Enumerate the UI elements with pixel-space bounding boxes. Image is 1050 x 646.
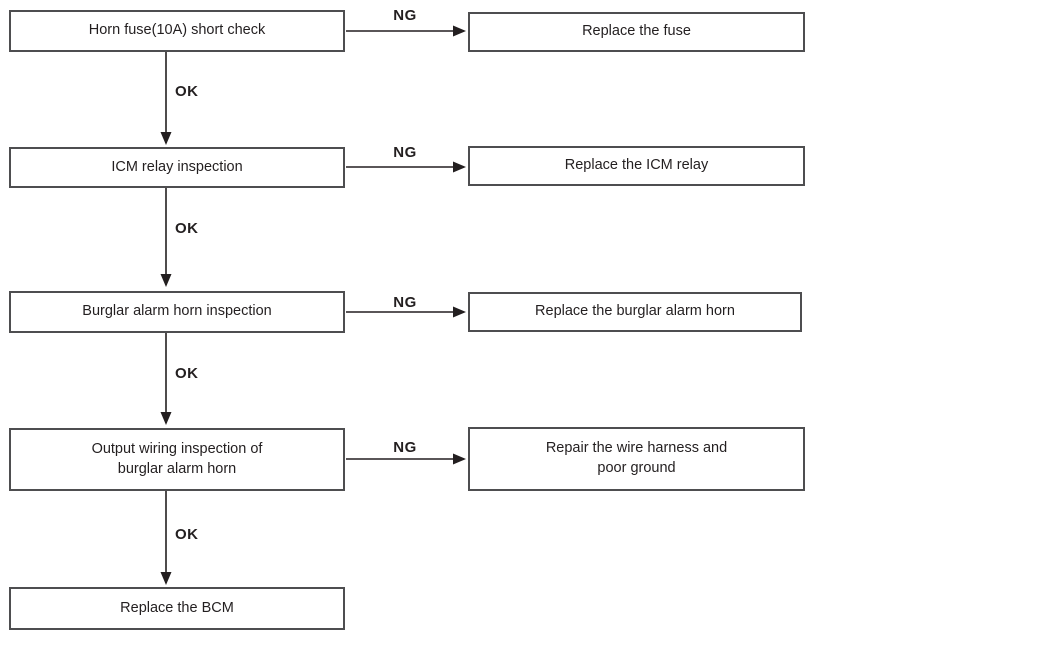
ng-label-3: NG xyxy=(393,294,417,311)
ng-label-4: NG xyxy=(393,439,417,456)
step-box-burglar-alarm-horn-inspection: Burglar alarm horn inspection xyxy=(9,291,345,333)
ng-label-2: NG xyxy=(393,144,417,161)
action-box-replace-icm-relay: Replace the ICM relay xyxy=(468,146,805,186)
action-box-replace-fuse: Replace the fuse xyxy=(468,12,805,52)
step-box-icm-relay-inspection: ICM relay inspection xyxy=(9,147,345,188)
action-box-repair-wire-harness: Repair the wire harness and poor ground xyxy=(468,427,805,491)
ok-label-3: OK xyxy=(175,365,199,382)
ok-label-4: OK xyxy=(175,526,199,543)
ok-label-1: OK xyxy=(175,83,199,100)
step-box-horn-fuse-check: Horn fuse(10A) short check xyxy=(9,10,345,52)
action-box-replace-burglar-alarm-horn: Replace the burglar alarm horn xyxy=(468,292,802,332)
step-box-replace-bcm: Replace the BCM xyxy=(9,587,345,630)
step-box-output-wiring-inspection: Output wiring inspection of burglar alar… xyxy=(9,428,345,491)
ng-label-1: NG xyxy=(393,7,417,24)
ok-label-2: OK xyxy=(175,220,199,237)
